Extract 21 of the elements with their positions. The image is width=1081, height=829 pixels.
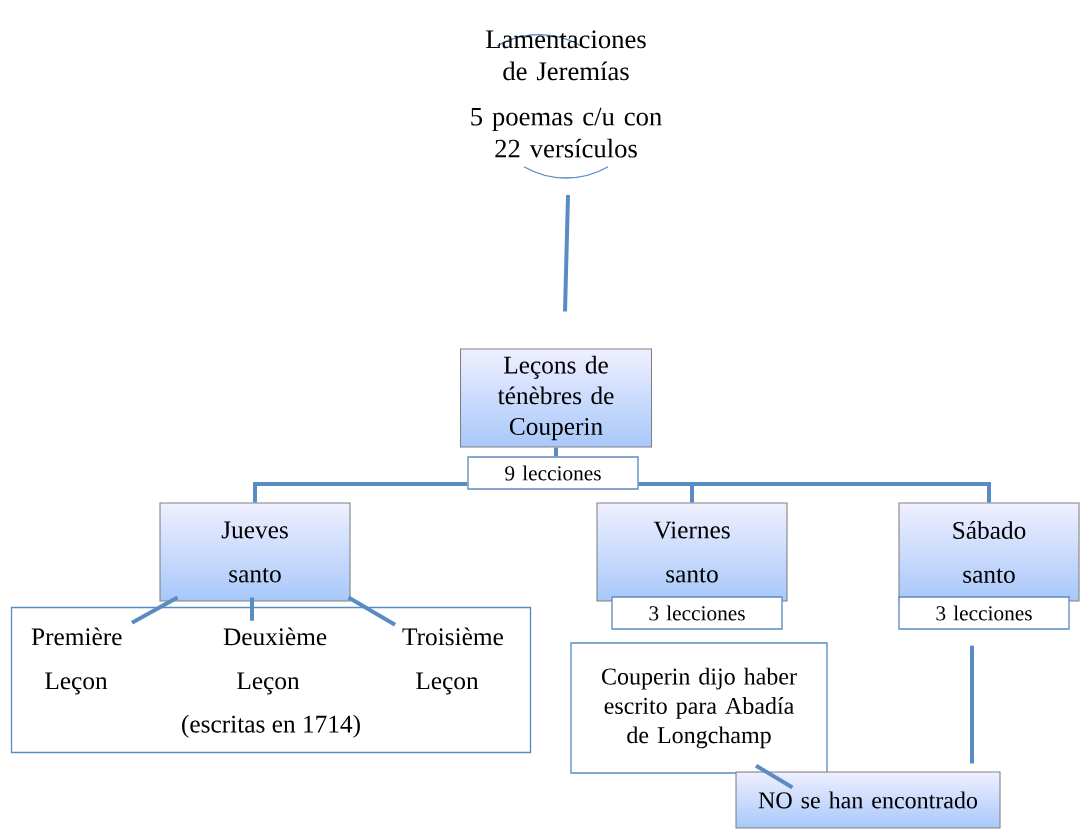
connector-line — [638, 482, 991, 503]
lesson-label: Troisième Leçon — [402, 627, 503, 695]
process-box: Leçons de ténèbres de Couperin — [459, 348, 653, 448]
process-box: Sábado santo — [898, 502, 1080, 602]
connector-line — [250, 597, 254, 621]
count-box: 9 lecciones — [467, 456, 639, 490]
connector-line — [554, 447, 558, 457]
lesson-label: Première Leçon — [31, 627, 122, 695]
note-box: Couperin dijo haber escrito para Abadía de Longchamp — [570, 642, 828, 774]
connector-line — [970, 645, 974, 764]
process-box: Viernes santo — [596, 502, 788, 602]
connector-line — [563, 194, 570, 312]
connector-line — [131, 595, 179, 625]
count-box: 3 lecciones — [898, 596, 1070, 630]
lesson-label: Deuxième Leçon — [223, 627, 327, 695]
connector-line — [347, 595, 397, 627]
connector-line — [253, 482, 468, 503]
process-box: NO se han encontrado — [735, 771, 1001, 829]
connector-line — [754, 763, 794, 790]
process-box: Jueves santo — [159, 502, 351, 602]
count-box: 3 lecciones — [611, 596, 783, 630]
